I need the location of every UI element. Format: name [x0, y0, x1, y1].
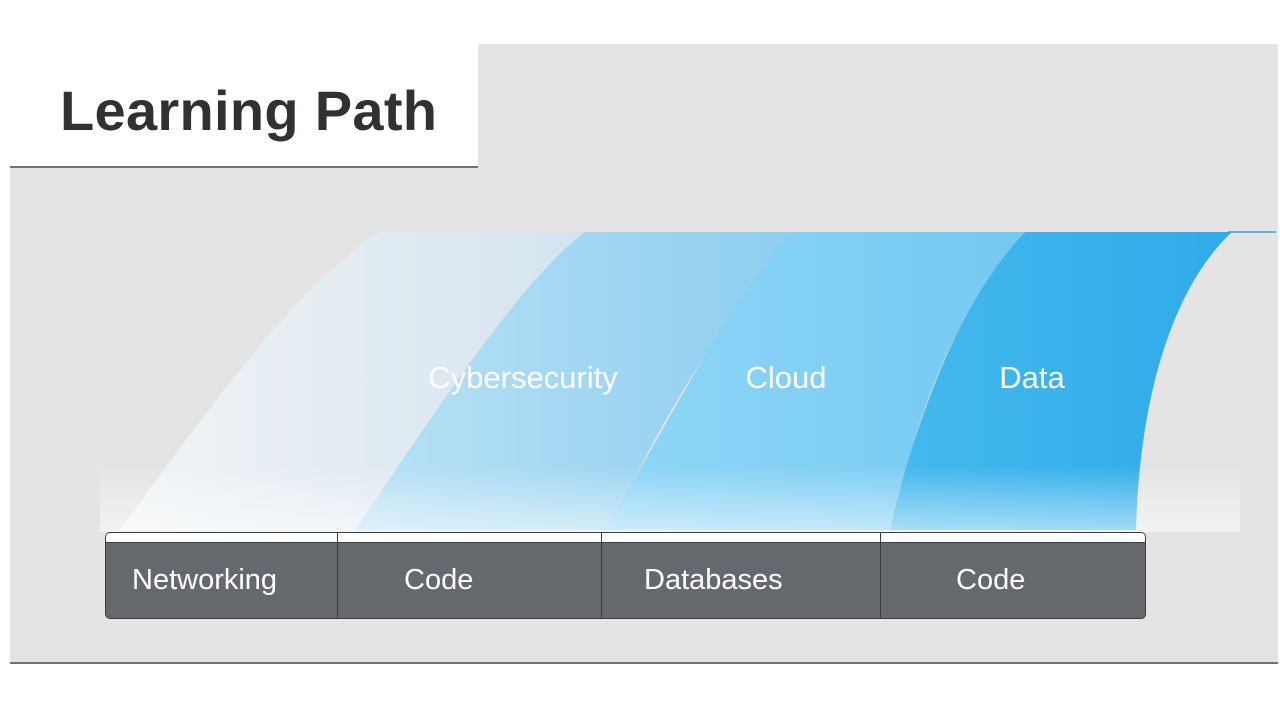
foundation-label: Networking — [132, 563, 278, 596]
title-box — [10, 44, 478, 168]
foundation-networking: Networking — [106, 533, 338, 618]
track-label-cloud: Cloud — [745, 360, 827, 395]
foundation-label: Code — [404, 563, 474, 596]
foundation-label: Code — [956, 563, 1026, 596]
track-label-cybersecurity: Cybersecurity — [428, 360, 618, 395]
track-label-data: Data — [999, 360, 1065, 395]
track-fade — [100, 232, 1240, 532]
foundation-label: Databases — [644, 563, 783, 596]
foundation-code: Code — [338, 533, 602, 618]
diagram-title: Learning Path — [60, 79, 438, 142]
foundation-databases: Databases — [602, 533, 881, 618]
foundation-bar: Networking Code Databases Code — [105, 532, 1146, 619]
foundation-code-2: Code — [881, 533, 1145, 618]
